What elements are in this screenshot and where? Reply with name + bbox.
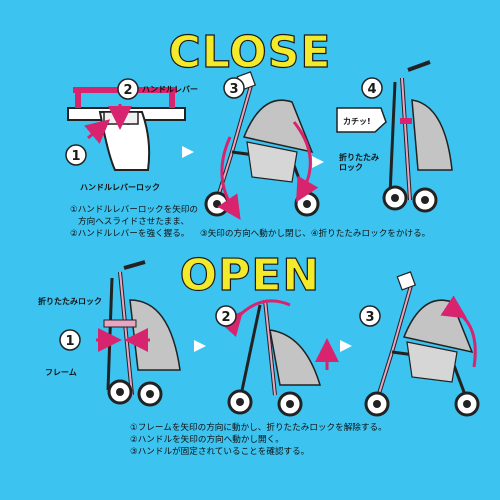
close-flow-arrow-2 — [312, 156, 324, 168]
open-step-2-badge — [215, 305, 237, 327]
close-instruction-4: ③矢印の方向へ動かし閉じ、④折りたたみロックをかける。 — [200, 227, 430, 239]
close-step-3-stroller — [204, 69, 320, 220]
open-fold-lock-label: 折りたたみロック — [38, 296, 102, 306]
open-step-2-number: 2 — [221, 310, 230, 325]
close-step-4-stroller — [382, 60, 453, 213]
click-burst — [336, 107, 387, 133]
close-flow-arrow-1 — [182, 146, 194, 158]
close-fold-lock-label-2: ロック — [339, 162, 363, 172]
open-step-1-badge — [59, 329, 81, 351]
close-step-1-badge — [65, 144, 87, 166]
open-frame-label: フレーム — [45, 368, 77, 377]
open-step-1-stroller — [96, 260, 181, 407]
close-step-1-number: 1 — [71, 149, 80, 164]
close-instruction-1: ①ハンドルレバーロックを矢印の — [70, 203, 198, 215]
handle-lever-lock-label: ハンドルレバーロック — [80, 182, 160, 192]
close-instruction-3: ②ハンドルレバーを強く握る。 — [70, 227, 189, 239]
close-step-2-badge — [117, 78, 139, 100]
click-label: カチッ! — [343, 117, 371, 126]
open-step-2-stroller — [218, 299, 339, 417]
close-step-3-number: 3 — [229, 82, 238, 97]
close-fold-lock-label: 折りたたみ — [339, 152, 379, 162]
open-flow-arrow-2 — [340, 340, 352, 352]
open-flow-arrow-1 — [194, 340, 206, 352]
open-step-3-number: 3 — [365, 310, 374, 325]
close-step-3-badge — [223, 77, 245, 99]
close-instruction-2: 方向へスライドさせたまま、 — [78, 215, 189, 227]
close-step-2-number: 2 — [123, 83, 132, 98]
open-step-1-number: 1 — [65, 334, 74, 349]
handle-lever-label: ハンドルレバー — [142, 85, 198, 94]
open-title: OPEN — [180, 250, 321, 301]
close-step-4-number: 4 — [367, 82, 376, 97]
open-step-3-badge — [359, 305, 381, 327]
open-instruction-1: ①フレームを矢印の方向に動かし、折りたたみロックを解除する。 — [130, 421, 387, 433]
open-instruction-3: ③ハンドルが固定されていることを確認する。 — [130, 445, 309, 457]
open-step-3-stroller — [364, 269, 480, 417]
close-step-4-badge — [361, 77, 383, 99]
close-title: CLOSE — [169, 27, 332, 78]
open-instruction-2: ②ハンドルを矢印の方向へ動かし開く。 — [130, 433, 284, 445]
